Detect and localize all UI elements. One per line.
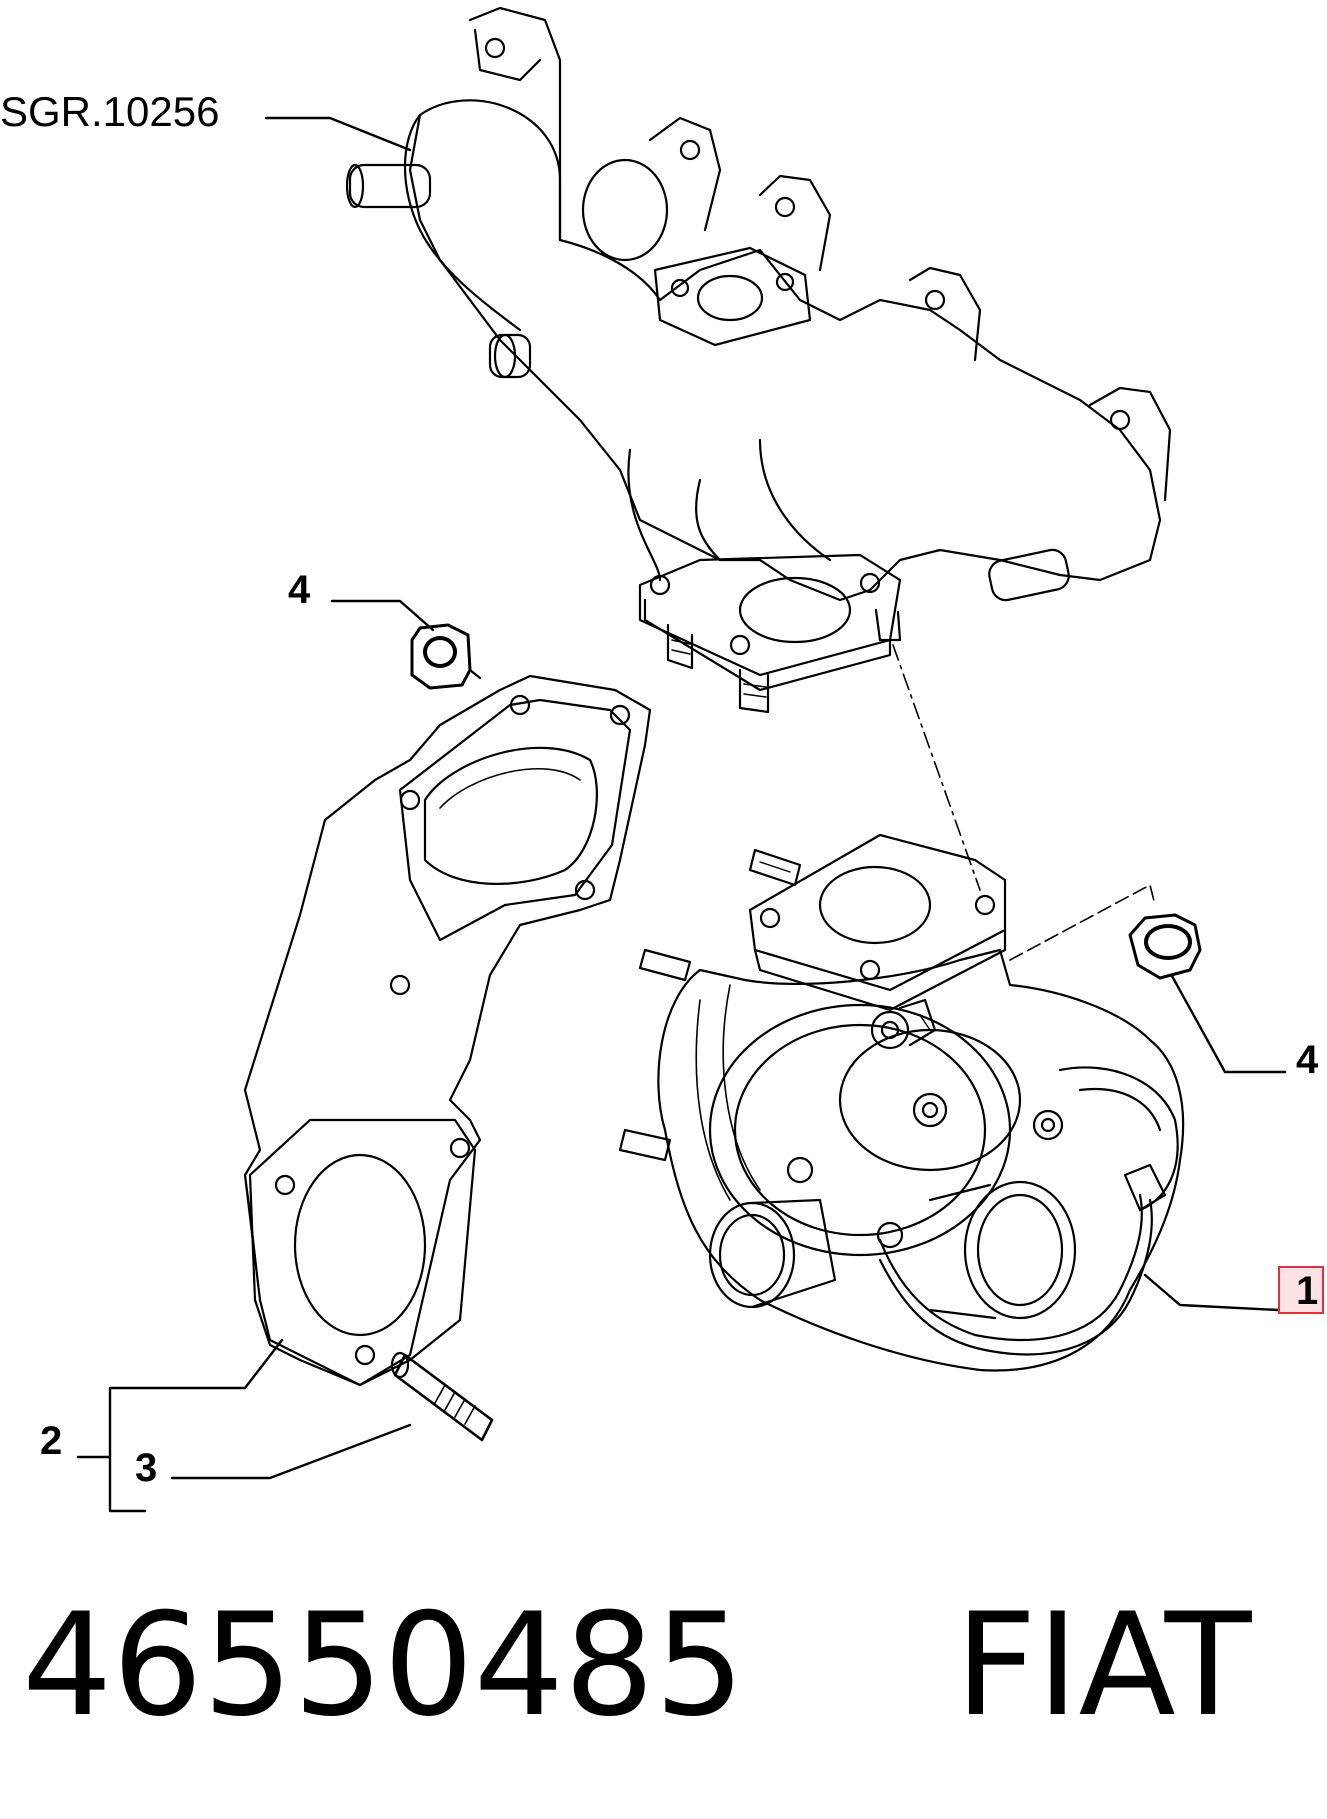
callout-3[interactable]: 3: [135, 1446, 158, 1490]
nut-right: [1128, 913, 1202, 980]
exhaust-pipe-gasket: [243, 674, 652, 1387]
leader-3: [170, 1423, 412, 1480]
leader-1: [1143, 1273, 1280, 1312]
leader-lines: [76, 116, 1287, 1513]
nut-left: [410, 623, 482, 690]
leader-sgr: [264, 116, 412, 152]
leader-4-right: [1170, 974, 1287, 1074]
leader-2-to-part: [143, 1338, 284, 1390]
turbocharger: [618, 833, 1185, 1372]
leader-2-bracket: [108, 1386, 147, 1513]
exhaust-manifold: [345, 6, 1172, 714]
callout-2[interactable]: 2: [40, 1419, 63, 1463]
leader-4-left: [330, 599, 435, 632]
callout-4-left[interactable]: 4: [288, 568, 311, 612]
alignment-line: [892, 644, 981, 891]
callout-1-highlight: [1278, 1266, 1324, 1314]
callout-1[interactable]: 1: [1296, 1269, 1319, 1313]
stud: [390, 1351, 494, 1442]
part-number: 46550485: [22, 1583, 745, 1748]
brand-name: FIAT: [955, 1583, 1252, 1748]
callout-4-right[interactable]: 4: [1296, 1038, 1319, 1082]
reference-code-label: SGR.10256: [0, 88, 220, 135]
alignment-line: [1009, 884, 1156, 961]
part-footer: 46550485 FIAT: [22, 1595, 1251, 1737]
